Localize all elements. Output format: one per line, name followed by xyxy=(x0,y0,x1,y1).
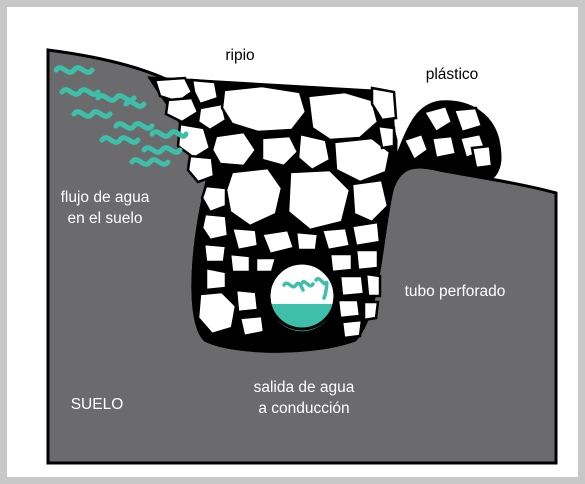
soil-water-flow-squiggles xyxy=(53,65,189,167)
label-perforated-pipe: tubo perforado xyxy=(405,283,506,300)
label-soil-water-flow-1: flujo de agua xyxy=(61,189,150,206)
label-water-outlet-1: salida de agua xyxy=(254,379,355,396)
label-gravel: ripio xyxy=(225,47,254,64)
pipe-water-squiggles xyxy=(282,277,329,300)
perforated-pipe xyxy=(267,261,337,332)
label-plastic: plástico xyxy=(426,66,479,83)
label-soil: SUELO xyxy=(71,396,124,413)
label-soil-water-flow-2: en el suelo xyxy=(68,210,143,227)
gravel-stones xyxy=(153,76,494,340)
label-water-outlet-2: a conducción xyxy=(258,400,349,417)
